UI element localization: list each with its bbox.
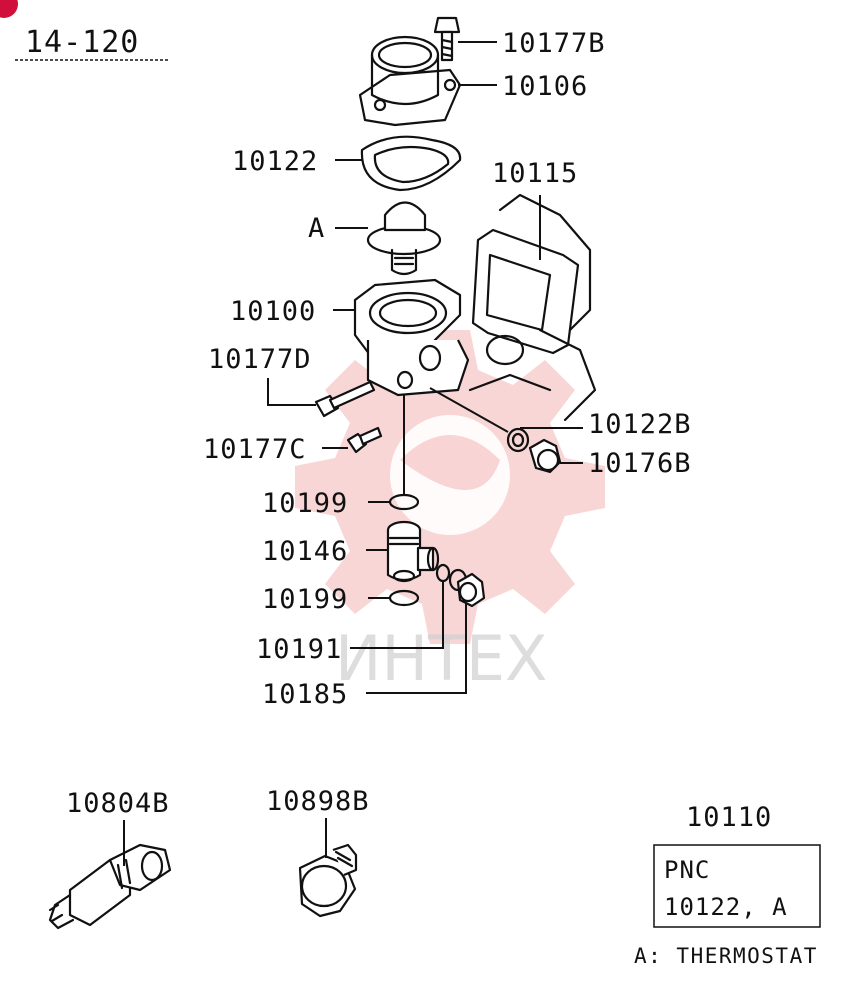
plug-10898B-part <box>298 843 358 918</box>
callout-10185: 10185 <box>262 679 348 710</box>
callout-10177D: 10177D <box>208 344 312 375</box>
callout-10100: 10100 <box>230 296 316 327</box>
leader-10177D <box>267 378 316 406</box>
callout-10177B: 10177B <box>502 28 606 59</box>
watermark-text: ИНТЕХ <box>335 622 548 695</box>
water-outlet-10106-part <box>358 35 462 127</box>
pnc-box-number: 10110 <box>686 802 772 833</box>
bolt-10177C-part <box>346 426 383 454</box>
cylinder-head-10115-part <box>468 193 597 422</box>
thermostat-case-10100-part <box>353 278 470 397</box>
callout-10122: 10122 <box>232 146 318 177</box>
callout-10106: 10106 <box>502 71 588 102</box>
callout-10146: 10146 <box>262 536 348 567</box>
callout-10199-upper: 10199 <box>262 488 348 519</box>
leader-10122B-diag <box>429 387 509 433</box>
bolt-10177B-part <box>433 16 461 62</box>
corner-badge-icon <box>0 0 18 18</box>
pnc-box-line1: PNC <box>664 856 710 884</box>
gasket-10122-part <box>360 135 462 192</box>
page-ref: 14-120 <box>25 25 139 60</box>
bolt-10177D-part <box>314 380 376 418</box>
washer-10122B-part <box>506 427 530 453</box>
callout-10177C: 10177C <box>203 434 307 465</box>
leader-10185 <box>366 604 467 694</box>
callout-10115: 10115 <box>492 158 578 189</box>
legend-text: A: THERMOSTAT <box>634 944 818 968</box>
pnc-box <box>653 844 821 928</box>
callout-10176B: 10176B <box>588 448 692 479</box>
plug-10185-part <box>456 572 486 608</box>
callout-10898B: 10898B <box>266 786 370 817</box>
callout-10199-lower: 10199 <box>262 584 348 615</box>
thermo-switch-10804B-part <box>48 843 172 930</box>
callout-A: A <box>308 213 325 244</box>
pnc-box-line2: 10122, A <box>664 893 788 921</box>
water-pipe-tee-10146-part <box>386 520 440 583</box>
thermostat-A-part <box>366 201 442 276</box>
callout-10122B: 10122B <box>588 409 692 440</box>
leader-10191 <box>350 582 444 649</box>
callout-10191: 10191 <box>256 634 342 665</box>
watermark-gear-icon <box>295 330 605 644</box>
callout-10804B: 10804B <box>66 788 170 819</box>
